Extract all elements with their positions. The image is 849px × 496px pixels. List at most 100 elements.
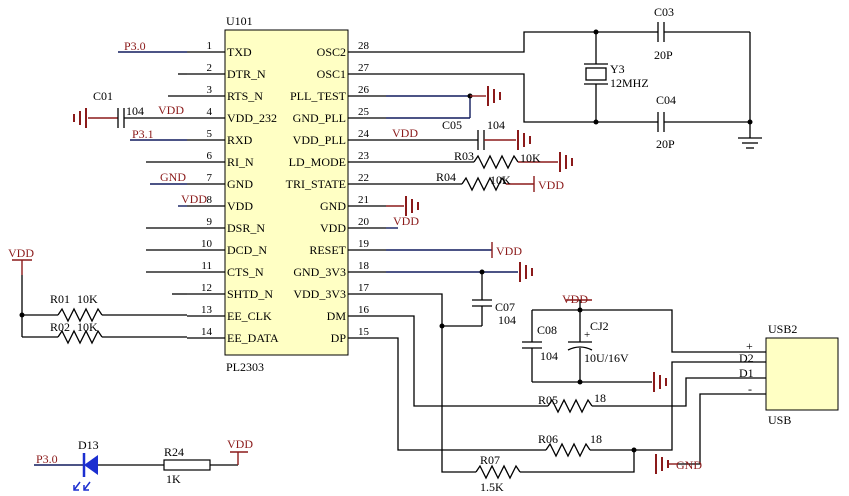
ic-pin-number: 18 xyxy=(358,260,370,272)
r04-value: 10K xyxy=(490,173,511,187)
ic-pin-name: EE_CLK xyxy=(227,309,272,323)
usb-pin-d1: D1 xyxy=(739,366,754,380)
net-p31-label: P3.1 xyxy=(132,127,154,141)
ground-symbol-c01 xyxy=(73,108,87,128)
ic-pin-name: SHTD_N xyxy=(227,287,273,301)
ground-symbol-c08 xyxy=(653,372,667,392)
net-p30-label: P3.0 xyxy=(124,39,146,53)
ic-pin-number: 15 xyxy=(358,326,370,338)
ground-symbol-crystal xyxy=(738,137,762,149)
c08-ref: C08 xyxy=(537,323,557,337)
net-vdd-cj2: VDD xyxy=(562,292,588,306)
power-vdd-r24: VDD xyxy=(227,437,253,465)
ic-pin-name: TRI_STATE xyxy=(286,177,346,191)
ic-pin-name: DCD_N xyxy=(227,243,267,257)
ic-pin-name: RXD xyxy=(227,133,253,147)
r24-value: 1K xyxy=(166,472,181,486)
ic-pin-name: VDD_PLL xyxy=(293,133,346,147)
ic-pin-number: 24 xyxy=(358,128,370,140)
ic-pin-name: GND_PLL xyxy=(293,111,346,125)
ic-pin-number: 12 xyxy=(201,282,212,294)
ic-pin-name: VDD xyxy=(320,221,346,235)
ic-pin-number: 19 xyxy=(358,238,370,250)
capacitor-c05: C05 104 xyxy=(442,118,516,150)
led-d13: D13 xyxy=(73,438,99,491)
ic-pin-number: 27 xyxy=(358,62,370,74)
r06-value: 18 xyxy=(590,432,602,446)
ic-pin-name: VDD xyxy=(227,199,253,213)
ic-pin-number: 11 xyxy=(201,260,212,272)
r05-ref: R05 xyxy=(538,393,558,407)
ic-pin-name: OSC2 xyxy=(317,45,346,59)
ic-pin-name: DSR_N xyxy=(227,221,265,235)
net-vdd-pin20: VDD xyxy=(393,214,419,228)
resistor-r03: R03 10K xyxy=(386,149,558,170)
ic-pin-name: GND xyxy=(320,199,346,213)
ic-pin-number: 10 xyxy=(201,238,213,250)
ic-pin-number: 5 xyxy=(207,128,213,140)
usb-label: USB xyxy=(768,413,791,427)
c03-value: 20P xyxy=(654,48,673,62)
c01-value: 104 xyxy=(126,104,144,118)
cj2-value: 10U/16V xyxy=(584,351,629,365)
r02-ref: R02 xyxy=(50,320,70,334)
r02-value: 10K xyxy=(77,320,98,334)
y3-ref: Y3 xyxy=(610,62,625,76)
resistor-r07: R07 1.5K xyxy=(441,326,635,494)
c08-value: 104 xyxy=(540,349,558,363)
net-vdd-pin8: VDD xyxy=(181,192,207,206)
ic-pin-number: 17 xyxy=(358,282,370,294)
net-vdd-reset: VDD xyxy=(496,244,522,258)
usb-pin-minus: - xyxy=(748,382,752,396)
resistor-r24: R24 1K xyxy=(163,445,238,486)
net-p30-led: P3.0 xyxy=(36,452,58,466)
ground-symbol-usb xyxy=(655,454,678,474)
r05-value: 18 xyxy=(594,391,606,405)
resistor-r05: R05 18 xyxy=(386,315,766,414)
ic-pin-number: 4 xyxy=(207,106,213,118)
ground-symbol-pll xyxy=(487,86,501,106)
c04-ref: C04 xyxy=(656,93,676,107)
ic-pin-number: 14 xyxy=(201,326,213,338)
ic-pin-name: VDD_232 xyxy=(227,111,277,125)
resistor-r06: R06 18 xyxy=(386,337,766,458)
usb-pin-d2: D2 xyxy=(739,351,754,365)
capacitor-cj2: + CJ2 10U/16V xyxy=(567,310,629,382)
net-vdd-r24: VDD xyxy=(227,437,253,451)
capacitor-c01: C01 104 xyxy=(88,89,187,128)
ic-pin-number: 21 xyxy=(358,194,369,206)
r01-ref: R01 xyxy=(50,292,70,306)
ic-ref: U101 xyxy=(226,14,253,28)
crystal-y3: Y3 12MHZ xyxy=(584,32,649,122)
c05-value: 104 xyxy=(487,118,505,132)
net-vdd-pll: VDD xyxy=(392,126,418,140)
ic-pin-name: GND xyxy=(227,177,253,191)
ic-pin-number: 1 xyxy=(207,40,213,52)
c03-ref: C03 xyxy=(654,5,674,19)
ic-pin-name: EE_DATA xyxy=(227,331,279,345)
cj2-ref: CJ2 xyxy=(590,319,609,333)
ic-pin-name: DM xyxy=(327,309,347,323)
power-vdd-left: VDD xyxy=(8,246,34,275)
ic-pin-name: TXD xyxy=(227,45,252,59)
ic-pin-number: 16 xyxy=(358,304,370,316)
ic-pin-number: 3 xyxy=(207,84,213,96)
ic-pin-number: 8 xyxy=(207,194,213,206)
r07-ref: R07 xyxy=(480,453,500,467)
c04-value: 20P xyxy=(656,137,675,151)
c01-ref: C01 xyxy=(93,89,113,103)
net-vdd-left: VDD xyxy=(8,246,34,260)
r01-value: 10K xyxy=(77,292,98,306)
ic-pin-name: VDD_3V3 xyxy=(293,287,346,301)
ic-pin-number: 13 xyxy=(201,304,213,316)
net-vdd-c01: VDD xyxy=(158,103,184,117)
ic-pin-name: RESET xyxy=(309,243,346,257)
ic-part: PL2303 xyxy=(226,360,264,374)
usb-pin-plus: + xyxy=(746,339,753,353)
r03-value: 10K xyxy=(520,151,541,165)
ground-symbol-pin21 xyxy=(405,196,419,216)
capacitor-c03: C03 20P xyxy=(650,5,750,62)
r07-value: 1.5K xyxy=(480,480,504,494)
